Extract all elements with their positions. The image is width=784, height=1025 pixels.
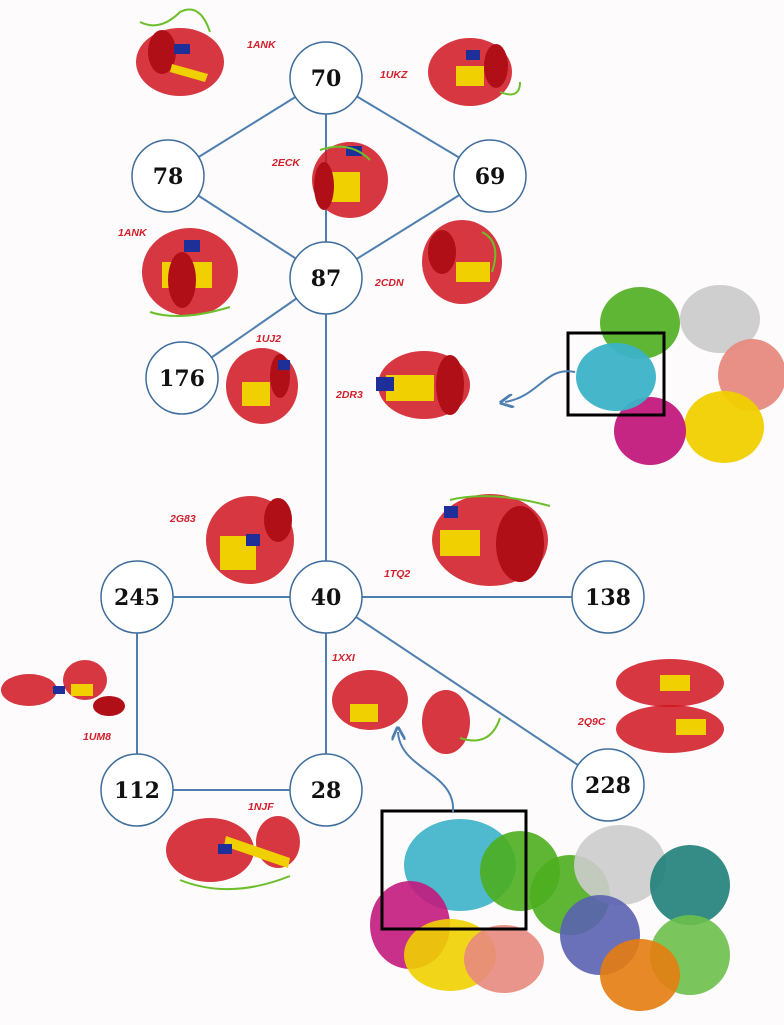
protein-structure-1uj2 bbox=[226, 348, 298, 424]
pdb-label: 1UKZ bbox=[380, 69, 408, 81]
protein-structure-2dr3 bbox=[376, 351, 470, 419]
pdb-label: 1ANK bbox=[118, 227, 148, 239]
node-label: 228 bbox=[585, 773, 631, 799]
node-circle bbox=[289, 241, 363, 315]
node-circle bbox=[453, 139, 527, 213]
pdb-label: 1UM8 bbox=[83, 731, 111, 743]
node-78: 78 bbox=[131, 139, 205, 213]
node-circle bbox=[289, 753, 363, 827]
protein-structure-2cdn bbox=[422, 220, 502, 304]
node-layer: 70 78 69 87 176 40 245 138 112 28 228 bbox=[100, 41, 645, 827]
node-circle bbox=[571, 560, 645, 634]
pdb-label: 2CDN bbox=[374, 277, 404, 289]
node-circle bbox=[100, 753, 174, 827]
node-label: 87 bbox=[311, 266, 342, 292]
protein-structure-2q9c bbox=[616, 659, 724, 753]
pdb-label: 2G83 bbox=[169, 513, 196, 525]
protein-structure-1um8 bbox=[1, 660, 125, 716]
node-label: 138 bbox=[585, 585, 631, 611]
protein-structure-1xxi bbox=[332, 670, 501, 754]
node-70: 70 bbox=[289, 41, 363, 115]
node-label: 28 bbox=[311, 778, 342, 804]
node-label: 40 bbox=[311, 585, 342, 611]
node-circle bbox=[571, 748, 645, 822]
node-176: 176 bbox=[145, 341, 219, 415]
protein-hexamer-assembly bbox=[566, 285, 784, 465]
node-circle bbox=[145, 341, 219, 415]
node-circle bbox=[131, 139, 205, 213]
node-40: 40 bbox=[289, 560, 363, 634]
protein-structure-2g83 bbox=[206, 496, 294, 584]
node-87: 87 bbox=[289, 241, 363, 315]
pdb-label: 2Q9C bbox=[577, 716, 606, 728]
protein-structure-1ukz bbox=[428, 38, 521, 106]
node-69: 69 bbox=[453, 139, 527, 213]
node-circle bbox=[289, 560, 363, 634]
pdb-label: 1TQ2 bbox=[384, 568, 410, 580]
arrow-dodecamer-to-1xxi bbox=[398, 732, 455, 813]
pdb-label: 2DR3 bbox=[335, 389, 363, 401]
node-228: 228 bbox=[571, 748, 645, 822]
node-label: 245 bbox=[114, 585, 160, 611]
node-112: 112 bbox=[100, 753, 174, 827]
node-label: 69 bbox=[475, 164, 506, 190]
pdb-label: 1NJF bbox=[248, 801, 274, 813]
protein-structure-2eck bbox=[312, 142, 388, 218]
protein-structure-layer bbox=[1, 8, 784, 1011]
protein-structure-1ank-mid bbox=[142, 228, 238, 317]
pdb-label: 1ANK bbox=[247, 39, 277, 51]
node-label: 176 bbox=[159, 366, 205, 392]
pdb-label-layer: 1ANK 1UKZ 2ECK 1ANK 2CDN 1UJ2 2DR3 2G83 … bbox=[83, 39, 606, 813]
pdb-label: 2ECK bbox=[271, 157, 301, 169]
node-138: 138 bbox=[571, 560, 645, 634]
node-label: 112 bbox=[114, 778, 160, 804]
arrow-hexamer-to-2dr3 bbox=[505, 370, 576, 402]
protein-structure-1tq2 bbox=[432, 494, 551, 586]
protein-dodecamer-assembly bbox=[370, 809, 730, 1011]
protein-structure-1ank-top bbox=[136, 8, 224, 96]
pdb-label: 1XXI bbox=[332, 652, 356, 664]
node-label: 70 bbox=[311, 66, 342, 92]
node-circle bbox=[100, 560, 174, 634]
node-28: 28 bbox=[289, 753, 363, 827]
node-245: 245 bbox=[100, 560, 174, 634]
pdb-label: 1UJ2 bbox=[256, 333, 281, 345]
node-label: 78 bbox=[153, 164, 184, 190]
node-circle bbox=[289, 41, 363, 115]
protein-structure-1njf bbox=[166, 816, 300, 891]
edge-n40-n228 bbox=[325, 596, 609, 786]
